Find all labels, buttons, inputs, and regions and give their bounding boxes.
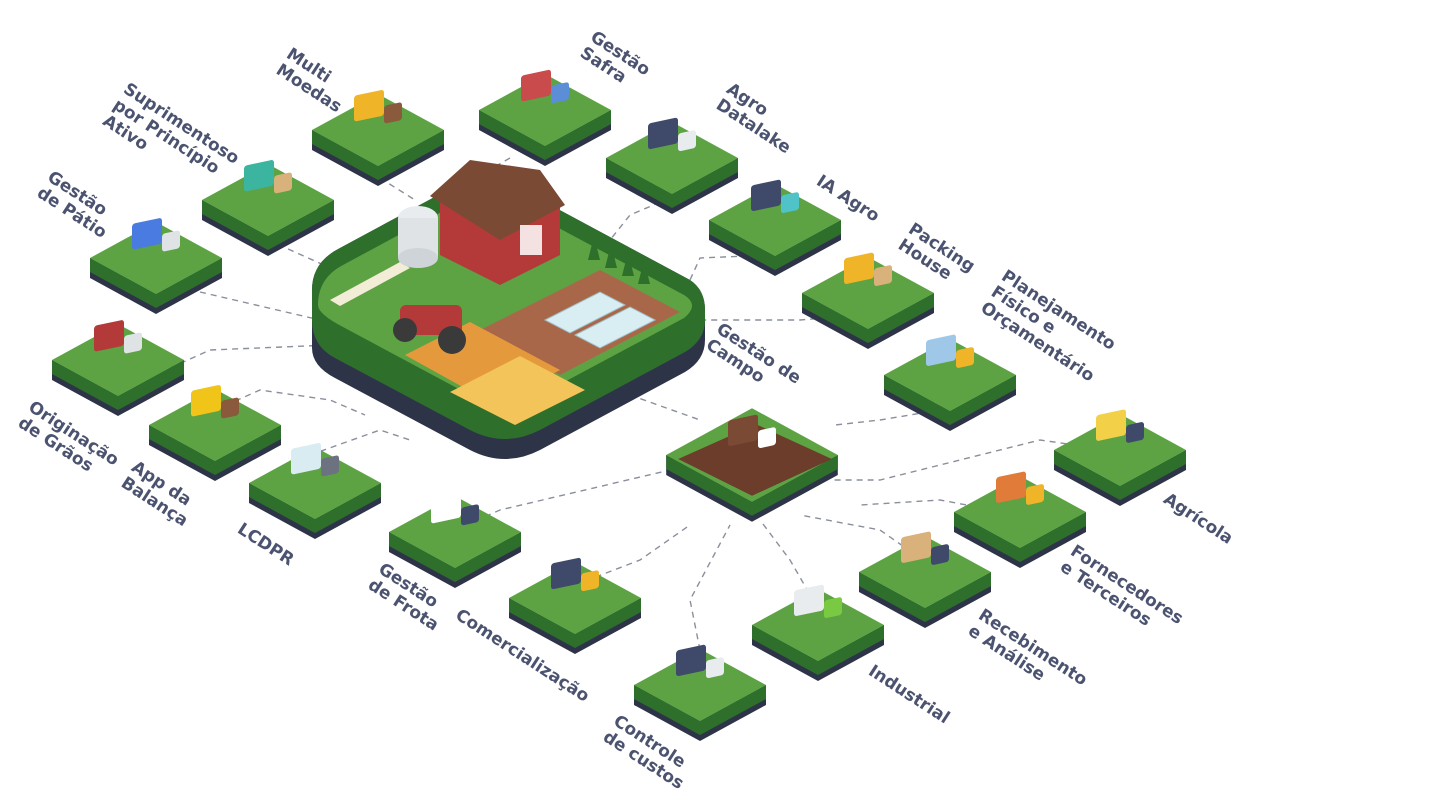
tractor xyxy=(393,305,466,354)
tile-fornecedores xyxy=(954,471,1086,568)
greenhouse xyxy=(543,291,657,349)
silo xyxy=(398,206,438,268)
module-tiles xyxy=(52,69,1186,741)
connector-packing-house xyxy=(705,314,861,321)
connector-lcdpr xyxy=(309,429,411,456)
tile-controle-custos xyxy=(634,644,766,741)
connector-planejamento xyxy=(834,409,941,426)
tile-gestao-safra xyxy=(479,69,611,166)
connector-industrial xyxy=(759,519,821,613)
trees xyxy=(588,236,650,284)
connector-controle xyxy=(689,524,731,651)
tile-originacao xyxy=(52,320,184,416)
tile-gestao-frota xyxy=(389,491,521,588)
connector-originacao xyxy=(169,344,331,369)
tile-planejamento xyxy=(884,334,1016,431)
tile-lcdpr xyxy=(249,443,381,539)
tile-packing-house xyxy=(802,252,934,349)
connector-multi-moedas xyxy=(379,177,416,201)
tile-agricola xyxy=(1054,409,1186,506)
tile-comercializacao xyxy=(509,557,641,654)
connector-campo-hub xyxy=(629,394,701,421)
barn xyxy=(430,160,565,285)
hub-yellow-field xyxy=(450,356,585,425)
tile-campo xyxy=(666,408,838,522)
hub-path xyxy=(330,262,410,306)
tile-agro-datalake xyxy=(606,117,738,214)
tile-ia-agro xyxy=(709,179,841,276)
central-farm-hub xyxy=(312,160,705,459)
tile-industrial xyxy=(752,584,884,681)
connector-gestao-patio xyxy=(199,291,321,321)
tile-app-balanca xyxy=(149,385,281,481)
tile-gestao-patio xyxy=(90,218,222,314)
tile-recebimento xyxy=(859,531,991,628)
connector-recebimento xyxy=(799,514,931,566)
tile-suprimentos xyxy=(202,160,334,256)
tile-multi-moedas xyxy=(312,89,444,186)
